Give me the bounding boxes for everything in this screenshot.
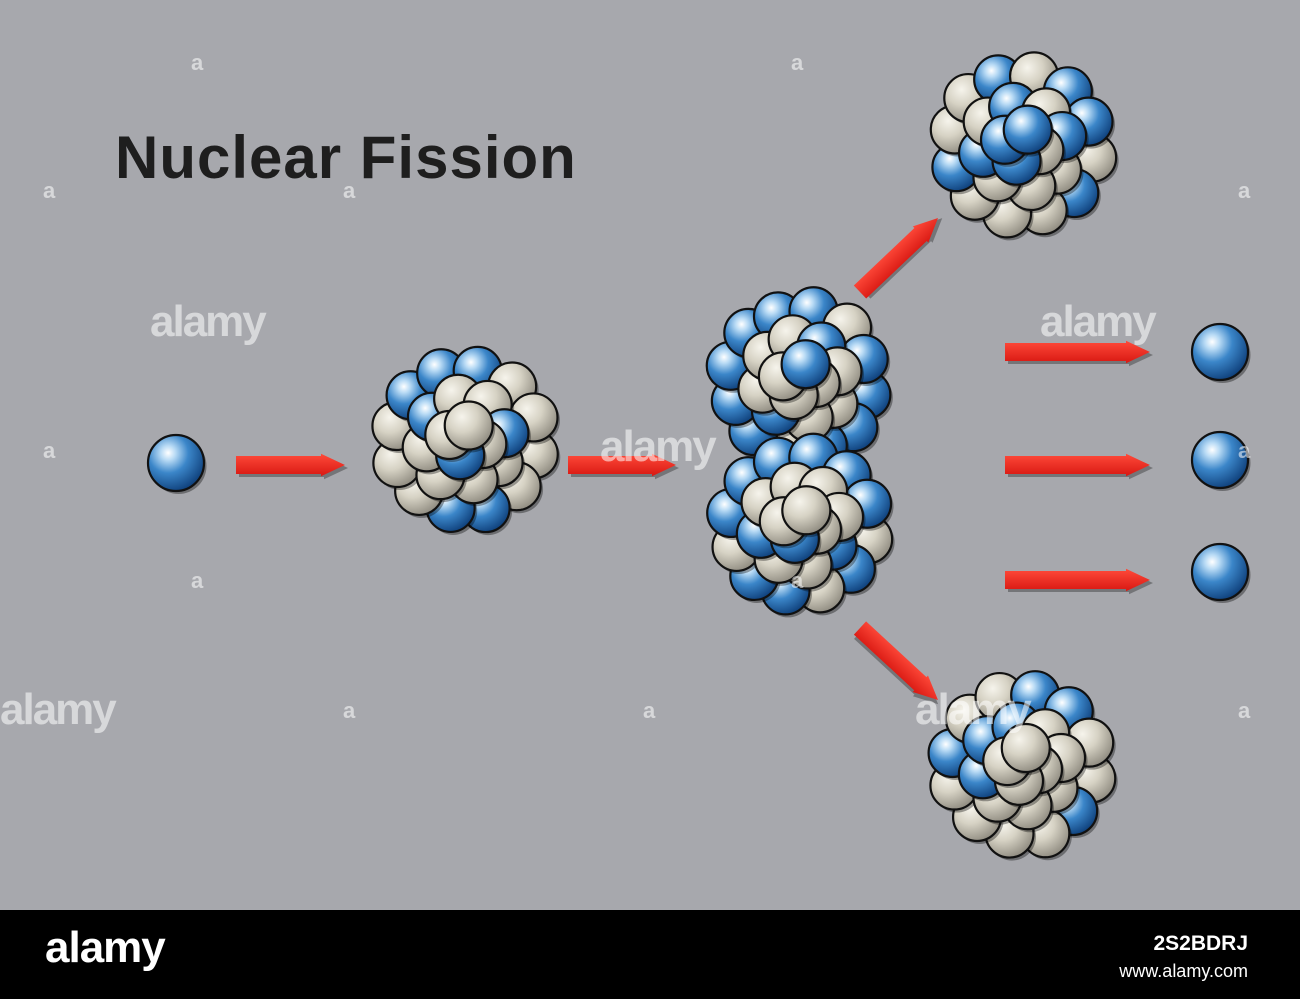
fission-diagram [146, 51, 1251, 861]
watermark-mark: a [1238, 438, 1251, 463]
arrow-to-neutron-3 [1005, 568, 1153, 595]
watermark-logo: alamy [600, 422, 717, 471]
footer-logo: alamy [45, 923, 166, 972]
watermark-logo: alamy [1040, 297, 1157, 346]
incoming-neutron [146, 433, 206, 493]
arrow-nucleus-to-split [568, 453, 679, 480]
arrow-body [853, 218, 938, 299]
arrow-split-to-lower-fragment [853, 621, 939, 705]
watermark-mark: a [343, 178, 356, 203]
footer-bar [0, 910, 1300, 999]
proton-ball [1000, 722, 1051, 774]
arrow-body [1005, 453, 1150, 477]
arrow-body [568, 453, 676, 477]
watermark-mark: a [1238, 178, 1251, 203]
neutron-ball [780, 339, 831, 390]
watermark-logo: alamy [0, 685, 117, 734]
neutron-ball [1002, 104, 1053, 155]
splitting-nucleus-upper [705, 286, 893, 474]
arrow-to-neutron-2 [1005, 453, 1153, 480]
footer-url: www.alamy.com [1119, 961, 1248, 981]
arrow-body [1005, 340, 1150, 364]
watermark-logo: alamy [915, 685, 1032, 734]
splitting-nucleus-lower [706, 432, 895, 618]
watermark-mark: a [43, 438, 56, 463]
diagram-title: Nuclear Fission [115, 124, 577, 191]
target-nucleus [371, 345, 561, 536]
watermark-mark: a [1238, 698, 1251, 723]
watermark-mark: a [191, 568, 204, 593]
watermark-mark: a [43, 178, 56, 203]
released-neutron [1190, 430, 1250, 490]
watermark-mark: a [791, 568, 804, 593]
watermark-logo: alamy [150, 297, 267, 346]
arrow-body [1005, 568, 1150, 592]
arrow-body [853, 621, 939, 701]
arrow-to-neutron-1 [1005, 340, 1153, 367]
watermark-mark: a [191, 50, 204, 75]
watermark-mark: a [643, 698, 656, 723]
arrow-neutron-to-nucleus [236, 453, 348, 480]
arrow-split-to-upper-fragment [853, 218, 943, 299]
fragment-nucleus-lower [927, 670, 1118, 861]
fission-scene [146, 51, 1251, 861]
released-neutron [1190, 542, 1250, 602]
watermark-mark: a [791, 50, 804, 75]
released-neutron [1190, 322, 1250, 382]
watermark-mark: a [343, 698, 356, 723]
fragment-nucleus-upper [929, 51, 1119, 241]
arrow-body [236, 453, 345, 477]
footer-image-id: 2S2BDRJ [1153, 932, 1248, 955]
proton-ball [781, 485, 832, 536]
proton-ball [443, 400, 494, 451]
